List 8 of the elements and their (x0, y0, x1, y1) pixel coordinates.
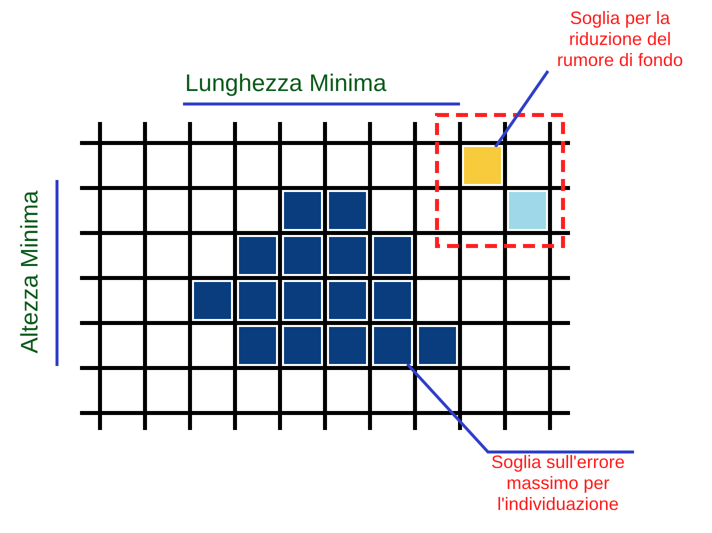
noise-cell (464, 147, 501, 184)
annotation-text: Soglia per la riduzione del rumore di fondo (540, 8, 700, 71)
annotation-text: Soglia sull'errore massimo per l'individuazione (458, 452, 658, 515)
leader-line (494, 70, 550, 148)
dimension-label: Altezza Minima (16, 190, 44, 354)
error-cell (374, 327, 411, 364)
dimension-label: Lunghezza Minima (185, 70, 386, 98)
leader-line (406, 362, 634, 454)
